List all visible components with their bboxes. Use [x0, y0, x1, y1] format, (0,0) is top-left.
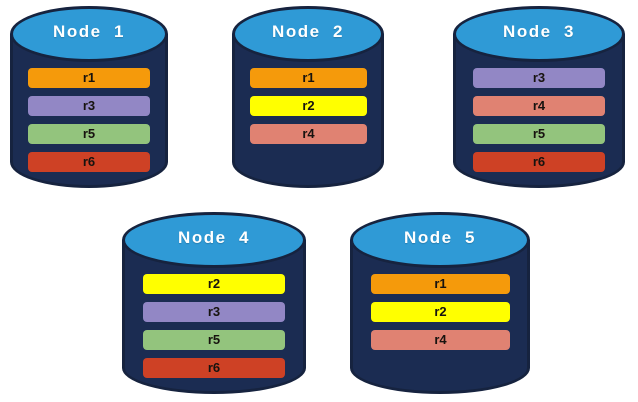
replica-bar-r5[interactable]: r5: [28, 124, 150, 144]
node-label: Node 5: [404, 228, 476, 247]
database-node-5[interactable]: Node 5 r1 r2 r4: [350, 212, 530, 394]
replica-bar-r3[interactable]: r3: [473, 68, 605, 88]
node-label: Node 3: [503, 22, 575, 41]
replica-bar-r6[interactable]: r6: [473, 152, 605, 172]
replica-bar-r4[interactable]: r4: [473, 96, 605, 116]
node-label: Node 4: [178, 228, 250, 247]
database-node-3[interactable]: Node 3 r3 r4 r5 r6: [453, 6, 625, 188]
replica-bar-r5[interactable]: r5: [143, 330, 285, 350]
replica-list: r1 r2 r4: [250, 68, 367, 144]
database-node-1[interactable]: Node 1 r1 r3 r5 r6: [10, 6, 168, 188]
cylinder-top-ellipse: [10, 6, 168, 62]
replica-bar-r5[interactable]: r5: [473, 124, 605, 144]
replica-bar-r1[interactable]: r1: [250, 68, 367, 88]
replica-bar-r2[interactable]: r2: [250, 96, 367, 116]
replica-list: r1 r3 r5 r6: [28, 68, 150, 172]
database-node-4[interactable]: Node 4 r2 r3 r5 r6: [122, 212, 306, 394]
cylinder-top-ellipse: [232, 6, 384, 62]
replica-list: r1 r2 r4: [371, 274, 510, 350]
cylinder-top-ellipse: [350, 212, 530, 268]
replica-bar-r1[interactable]: r1: [371, 274, 510, 294]
node-label: Node 2: [272, 22, 344, 41]
node-label: Node 1: [53, 22, 125, 41]
replica-bar-r1[interactable]: r1: [28, 68, 150, 88]
replica-bar-r2[interactable]: r2: [371, 302, 510, 322]
cylinder-top-ellipse: [122, 212, 306, 268]
replica-bar-r6[interactable]: r6: [143, 358, 285, 378]
cylinder-top-ellipse: [453, 6, 625, 62]
replica-bar-r3[interactable]: r3: [28, 96, 150, 116]
replica-bar-r3[interactable]: r3: [143, 302, 285, 322]
database-node-2[interactable]: Node 2 r1 r2 r4: [232, 6, 384, 188]
replica-bar-r4[interactable]: r4: [371, 330, 510, 350]
replica-bar-r2[interactable]: r2: [143, 274, 285, 294]
replica-list: r3 r4 r5 r6: [473, 68, 605, 172]
replica-list: r2 r3 r5 r6: [143, 274, 285, 378]
replica-bar-r6[interactable]: r6: [28, 152, 150, 172]
replica-bar-r4[interactable]: r4: [250, 124, 367, 144]
